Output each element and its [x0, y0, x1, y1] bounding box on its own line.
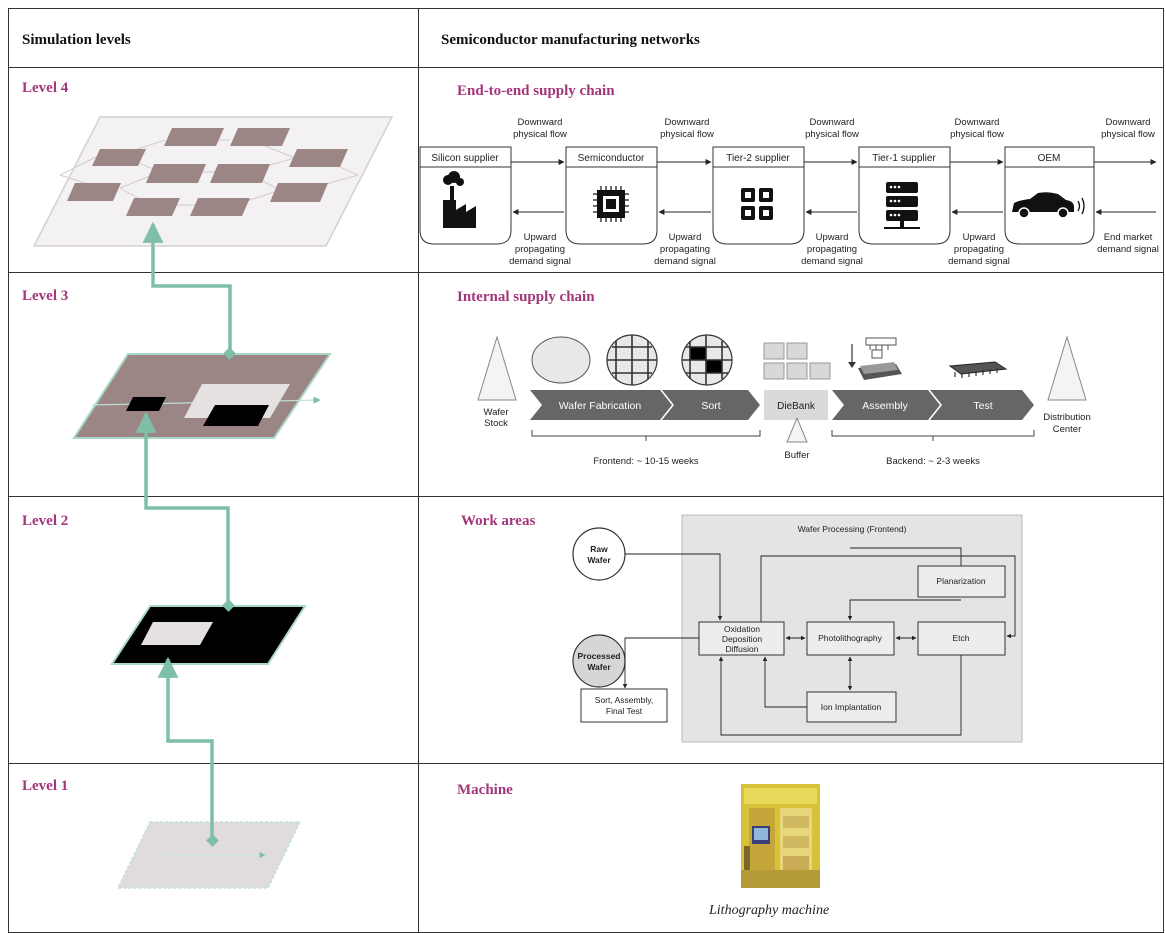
section-internal-title: Internal supply chain — [457, 289, 595, 305]
level-4-plane — [32, 116, 394, 247]
level-2-label: Level 2 — [22, 513, 69, 529]
column-divider — [418, 8, 419, 933]
level-connector — [135, 221, 232, 840]
level-4-label: Level 4 — [22, 80, 69, 96]
machine-caption: Lithography machine — [709, 903, 830, 918]
simulation-levels-graphic — [32, 116, 394, 889]
level-3-plane — [72, 353, 332, 439]
level-3-label: Level 3 — [22, 288, 69, 304]
row-divider — [8, 272, 1164, 273]
level-1-plane — [116, 821, 302, 889]
level-2-plane — [110, 605, 307, 665]
section-machine-title: Machine — [457, 782, 513, 798]
header-simulation-levels: Simulation levels — [22, 32, 131, 48]
section-work-areas-title: Work areas — [461, 513, 536, 529]
row-divider — [8, 763, 1164, 764]
row-divider — [8, 67, 1164, 68]
section-end-to-end-title: End-to-end supply chain — [457, 83, 615, 99]
row-divider — [8, 496, 1164, 497]
header-semiconductor-networks: Semiconductor manufacturing networks — [441, 32, 700, 48]
level-1-label: Level 1 — [22, 778, 69, 794]
